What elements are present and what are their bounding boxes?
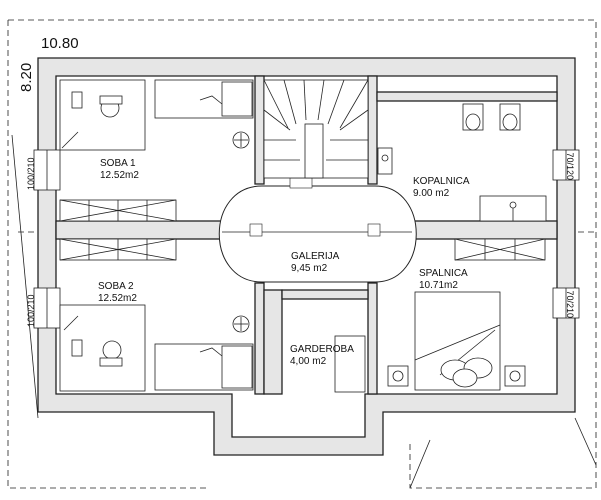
garderoba-furniture bbox=[334, 335, 366, 393]
room-spalnica-area: 10.71m2 bbox=[419, 280, 458, 291]
soba-1-furniture bbox=[59, 79, 254, 151]
wardrobe-cabinets bbox=[59, 199, 546, 261]
room-spalnica-name: SPALNICA bbox=[419, 268, 468, 279]
width-dimension: 10.80 bbox=[41, 35, 79, 52]
room-kopalnica-name: KOPALNICA bbox=[413, 176, 470, 187]
room-galerija-name: GALERIJA bbox=[291, 251, 340, 262]
room-garderoba-area: 4,00 m2 bbox=[290, 356, 327, 367]
room-garderoba-name: GARDEROBA bbox=[290, 344, 354, 355]
room-galerija-area: 9,45 m2 bbox=[291, 263, 328, 274]
window-label-kopalnica: 70/120 bbox=[565, 152, 575, 180]
window-label-soba-2: 100/210 bbox=[26, 294, 36, 327]
bathroom-fixtures bbox=[377, 103, 547, 222]
room-soba-1-name: SOBA 1 bbox=[100, 158, 136, 169]
room-kopalnica-area: 9.00 m2 bbox=[413, 188, 450, 199]
window-openings bbox=[33, 149, 580, 329]
soba-2-furniture bbox=[59, 304, 254, 392]
gallery-oval bbox=[218, 185, 417, 283]
window-label-spalnica: 70/210 bbox=[565, 290, 575, 318]
staircase bbox=[263, 79, 369, 179]
room-soba-1-area: 12.52m2 bbox=[100, 170, 139, 181]
spalnica-furniture bbox=[387, 291, 526, 391]
doors bbox=[249, 177, 381, 237]
room-soba-2-area: 12.52m2 bbox=[98, 293, 137, 304]
window-label-soba-1: 100/210 bbox=[26, 157, 36, 190]
depth-dimension: 8.20 bbox=[18, 63, 35, 92]
room-soba-2-name: SOBA 2 bbox=[98, 281, 134, 292]
